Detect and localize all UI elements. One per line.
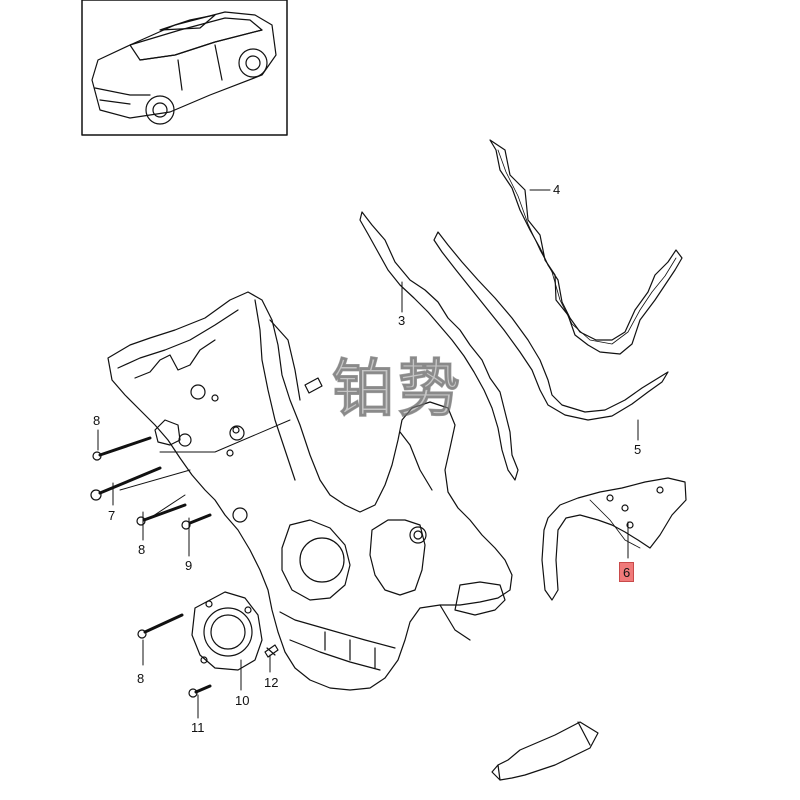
seal-ring bbox=[154, 419, 181, 446]
flange-10 bbox=[191, 591, 263, 671]
callout-10: 10 bbox=[235, 693, 250, 708]
sealant-tube bbox=[491, 721, 599, 781]
callout-8-top: 8 bbox=[93, 413, 101, 428]
callout-8-bottom: 8 bbox=[137, 671, 145, 686]
gasket-3 bbox=[359, 211, 519, 481]
callout-4: 4 bbox=[553, 182, 561, 197]
callout-8-mid: 8 bbox=[138, 542, 146, 557]
callout-5: 5 bbox=[634, 442, 642, 457]
callout-6: 6 bbox=[619, 562, 635, 582]
timing-cover bbox=[107, 291, 513, 691]
callout-9: 9 bbox=[185, 558, 193, 573]
callout-3: 3 bbox=[398, 313, 406, 328]
callout-11: 11 bbox=[191, 720, 205, 735]
dowel-pin bbox=[304, 377, 323, 394]
vehicle-thumbnail bbox=[81, 0, 288, 136]
gasket-5 bbox=[433, 231, 669, 421]
spring-12 bbox=[264, 644, 279, 658]
leader-lines bbox=[97, 189, 639, 719]
gasket-6 bbox=[541, 477, 687, 601]
callout-12: 12 bbox=[264, 675, 279, 690]
callout-7: 7 bbox=[108, 508, 116, 523]
watermark: 铂势 bbox=[331, 352, 465, 426]
gasket-4 bbox=[489, 139, 683, 355]
